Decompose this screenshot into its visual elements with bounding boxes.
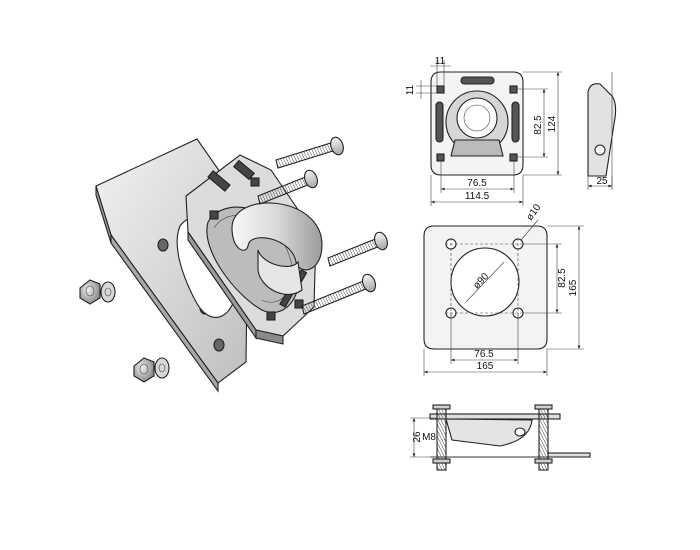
d-ring-3d (231, 202, 323, 295)
top-hole-spacing-v-label: 82.5 (533, 115, 544, 135)
hole-diameter-label: ø10 (525, 202, 544, 223)
bolt-4 (301, 273, 377, 315)
section-view: 26 M8 (410, 404, 591, 471)
back-width-label: 165 (477, 361, 494, 372)
top-hole-spacing-h-label: 76.5 (467, 178, 487, 189)
top-hole-width-label: 11 (435, 56, 446, 67)
side-depth-label: 25 (596, 176, 608, 187)
top-height-label: 124 (547, 115, 558, 132)
top-view: 11 11 82.5 124 76.5 114.5 (405, 56, 562, 206)
bolt-2 (257, 169, 318, 205)
nut-washer-2 (133, 357, 170, 383)
back-hole-spacing-h-label: 76.5 (474, 349, 494, 360)
nut-washer-1 (79, 279, 116, 305)
back-hole-spacing-v-label: 82.5 (557, 268, 568, 288)
side-view: 25 (587, 72, 617, 190)
section-thread-label: M8 (422, 432, 436, 443)
top-width-label: 114.5 (465, 191, 490, 202)
bolt-3 (327, 231, 388, 267)
top-hole-height-label: 11 (405, 84, 416, 95)
bolts-3d (257, 136, 388, 315)
back-plate-view: ø90 ø10 82.5 165 76.5 165 (423, 202, 584, 376)
section-height-label: 26 (412, 431, 423, 443)
exploded-view (79, 136, 388, 393)
bolt-1 (275, 136, 344, 169)
back-height-label: 165 (568, 279, 579, 296)
